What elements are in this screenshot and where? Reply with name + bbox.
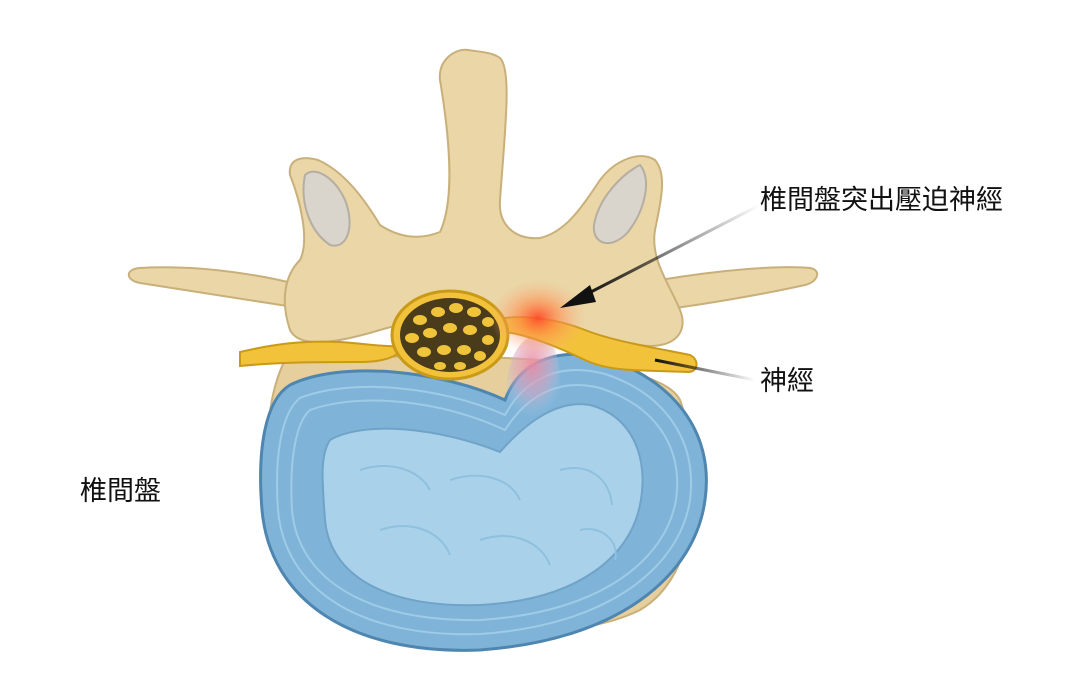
disc-label: 椎間盤 xyxy=(80,476,161,507)
herniation-arrow xyxy=(560,203,761,308)
inflammation-glow xyxy=(490,280,586,356)
nerve-label: 神經 xyxy=(760,366,814,397)
intervertebral-disc xyxy=(259,335,708,652)
nerve-leader-line xyxy=(654,358,756,382)
herniation-label: 椎間盤突出壓迫神經 xyxy=(760,185,1003,216)
